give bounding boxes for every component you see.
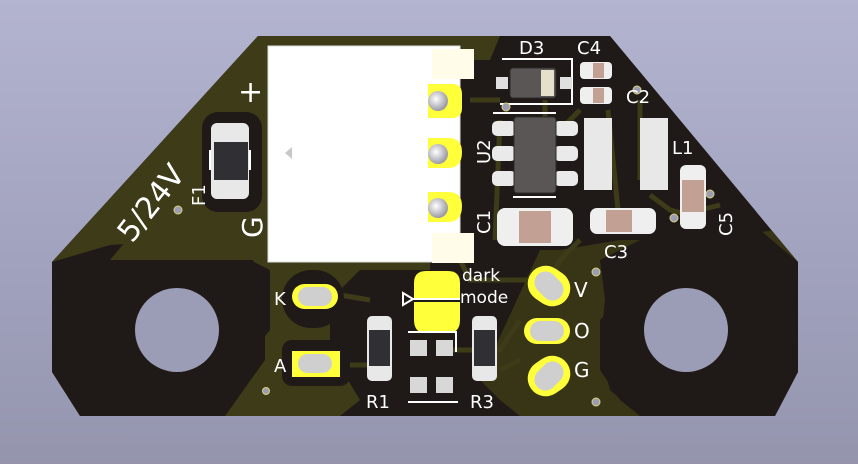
- a-label: A: [274, 356, 287, 377]
- c2-label: C2: [626, 87, 650, 108]
- ground-label-left: G: [236, 216, 269, 238]
- o-label: O: [574, 319, 590, 343]
- c1-label: C1: [474, 210, 495, 234]
- capacitor-c1: [497, 208, 573, 246]
- component-c5: [680, 165, 706, 229]
- r3-label: R3: [470, 392, 494, 413]
- capacitor-c2: [580, 87, 612, 104]
- ic-u2: [492, 112, 578, 198]
- inductor-pad-right: [640, 118, 668, 190]
- v-label: V: [574, 278, 588, 302]
- pad-k: [282, 270, 344, 328]
- mode-label: mode: [460, 288, 508, 308]
- resistor-r3: [472, 316, 497, 381]
- pad-v: [527, 265, 571, 307]
- mounting-hole-left: [135, 288, 219, 372]
- inductor-pad-left: [584, 118, 612, 190]
- u2-label: U2: [474, 139, 495, 164]
- c3-label: C3: [604, 242, 628, 263]
- pin1-marker-icon: [285, 147, 292, 159]
- pad-g: [527, 355, 571, 397]
- vias: [173, 85, 715, 407]
- c4-label: C4: [577, 38, 601, 59]
- g-label: G: [574, 358, 590, 382]
- pad-a: [282, 340, 350, 386]
- pad-o: [524, 318, 570, 344]
- c5-label: C5: [716, 212, 737, 236]
- mounting-hole-right: [644, 288, 728, 372]
- capacitor-c4: [580, 62, 612, 79]
- connector-j1: [267, 45, 474, 263]
- capacitor-c3: [590, 208, 656, 234]
- k-label: K: [274, 289, 287, 310]
- l1-label: L1: [672, 138, 693, 159]
- resistor-r1: [367, 316, 392, 381]
- f1-label: F1: [189, 184, 210, 206]
- d3-label: D3: [519, 38, 544, 59]
- fuse-f1: [202, 112, 262, 212]
- plus-label: +: [238, 75, 263, 110]
- connector-pads: [428, 84, 462, 222]
- diode-d3: [496, 58, 573, 105]
- dark-label: dark: [462, 266, 500, 286]
- solder-jumper-dark-mode: [402, 271, 460, 403]
- r1-label: R1: [366, 392, 390, 413]
